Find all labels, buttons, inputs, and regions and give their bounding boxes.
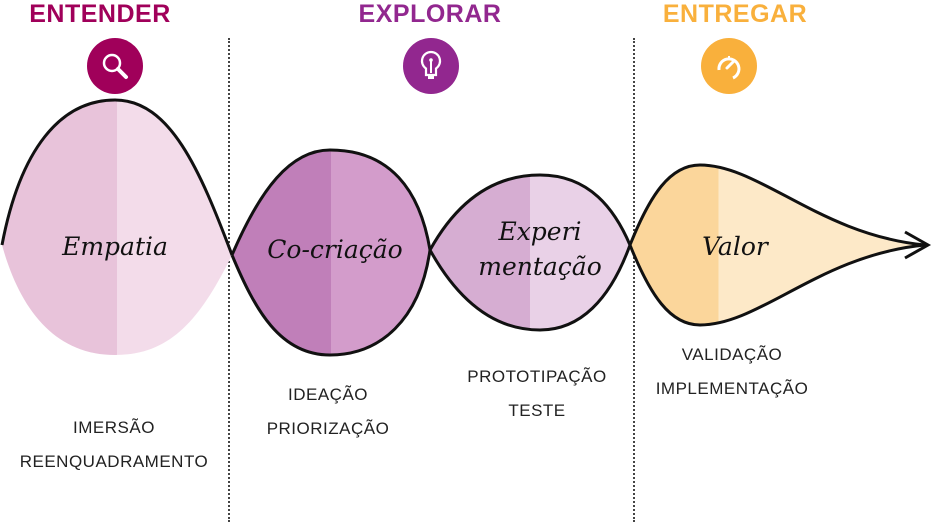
activities-empatia: IMERSÃO REENQUADRAMENTO [0, 411, 234, 479]
lightbulb-icon [403, 38, 459, 94]
stage-empatia: Empatia [61, 232, 168, 261]
experimentacao-shape [430, 175, 630, 330]
activity: PRIORIZAÇÃO [266, 419, 390, 438]
activity: IMPLEMENTAÇÃO [655, 379, 809, 398]
magnifier-icon [87, 38, 143, 94]
phase-title-entender: ENTENDER [29, 0, 171, 28]
phase-divider [228, 38, 230, 522]
phase-divider [633, 38, 635, 522]
activities-valor: VALIDAÇÃO IMPLEMENTAÇÃO [612, 338, 852, 406]
cocriacao-shape [232, 150, 430, 355]
activity: REENQUADRAMENTO [19, 452, 209, 471]
phase-title-entregar: ENTREGAR [662, 0, 808, 28]
activities-experimentacao: PROTOTIPAÇÃO TESTE [417, 360, 657, 428]
stage-cocriacao: Co-criação [267, 235, 402, 264]
valor-shape [630, 165, 925, 325]
activities-cocriacao: IDEAÇÃO PRIORIZAÇÃO [208, 378, 448, 446]
activity: IDEAÇÃO [287, 385, 369, 404]
arrow-head-icon [904, 230, 932, 260]
speedometer-icon [701, 38, 757, 94]
activity: PROTOTIPAÇÃO [467, 367, 607, 386]
stage-experimentacao-line1: Experi [497, 217, 581, 246]
activity: TESTE [508, 401, 566, 420]
phase-title-explorar: EXPLORAR [358, 0, 502, 28]
stage-experimentacao-line2: mentação [478, 252, 602, 281]
stage-valor: Valor [702, 232, 770, 261]
empatia-shape [2, 100, 232, 355]
activity: IMERSÃO [73, 418, 155, 437]
activity: VALIDAÇÃO [681, 345, 783, 364]
